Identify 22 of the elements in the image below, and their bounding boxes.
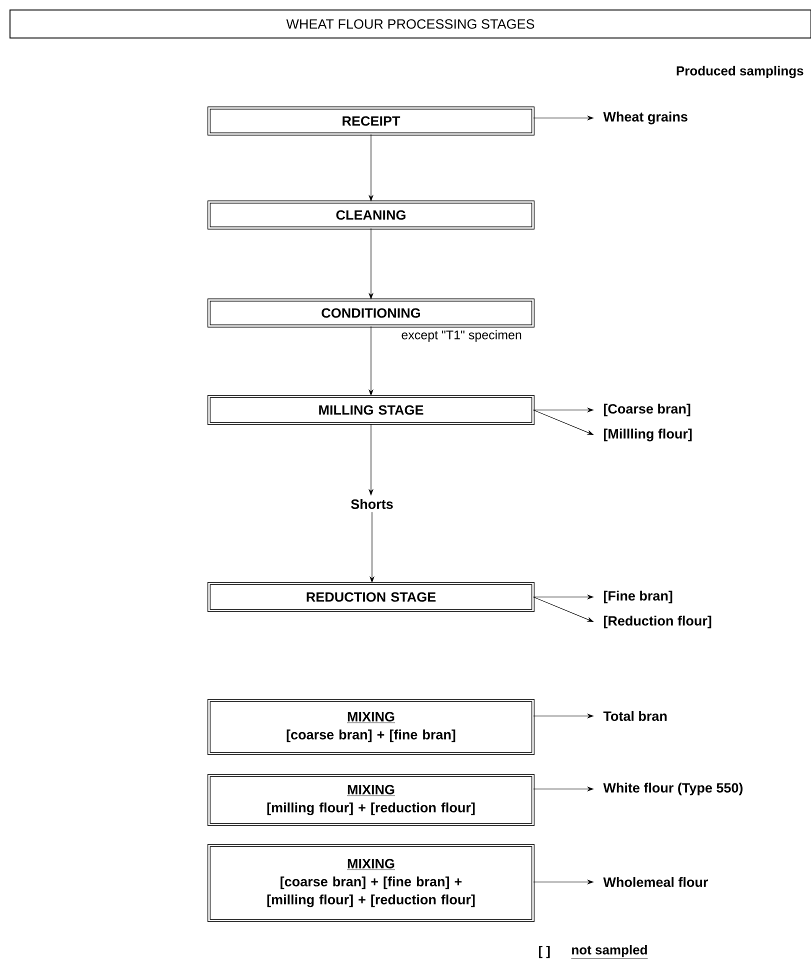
column-heading: Produced samplings xyxy=(676,66,804,78)
process-box: MIXING [milling flour] + [reduction flour] xyxy=(208,774,534,826)
intermediate-product: Shorts xyxy=(351,499,393,509)
product-label: Total bran xyxy=(603,711,667,721)
process-box: RECEIPT xyxy=(208,106,534,136)
process-box: MILLING STAGE xyxy=(208,395,534,425)
note: except "T1" specimen xyxy=(402,330,522,342)
product-label: [Coarse bran] xyxy=(604,404,690,416)
note: not sampled xyxy=(571,944,648,959)
process-box: CONDITIONING xyxy=(208,298,534,328)
product-label: [Reduction flour] xyxy=(604,616,712,628)
product-label: White flour (Type 550) xyxy=(603,782,743,796)
product-label: [Millling flour] xyxy=(604,428,692,442)
title-box: WHEAT FLOUR PROCESSING STAGES xyxy=(10,10,811,38)
process-box: REDUCTION STAGE xyxy=(208,582,534,612)
product-label: Wholemeal flour xyxy=(603,877,708,887)
note: [ ] xyxy=(538,946,550,958)
process-box: MIXING [coarse bran] + [fine bran] + [milling flour] + [reduction flour] xyxy=(208,844,534,922)
process-box: MIXING [coarse bran] + [fine bran] xyxy=(208,699,534,755)
process-box: CLEANING xyxy=(208,200,534,230)
product-label: [Fine bran] xyxy=(604,590,672,604)
product-label: Wheat grains xyxy=(603,112,688,124)
